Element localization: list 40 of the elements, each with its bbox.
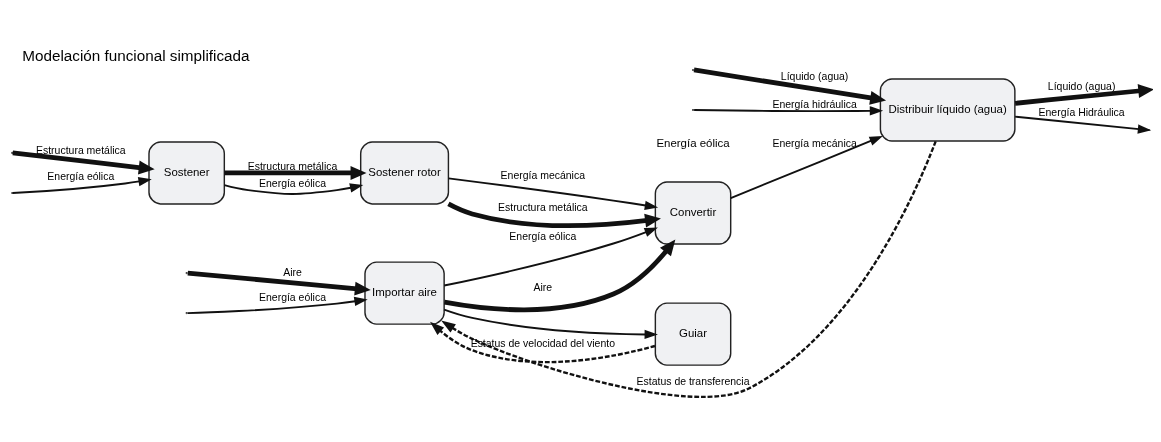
arrow — [12, 150, 155, 175]
label: Energía eólica — [656, 137, 730, 150]
arrow — [693, 67, 887, 105]
edge-label: Energía Hidráulica — [1038, 107, 1125, 119]
edge-label: Estructura metálica — [247, 160, 338, 172]
edge-label: Aire — [283, 266, 302, 278]
node-box: Distribuir líquido (agua) — [879, 78, 1016, 142]
node-box: Convertir — [654, 181, 732, 245]
node-box: Guiar — [654, 302, 732, 366]
arrow — [223, 183, 364, 195]
arrow — [443, 227, 658, 287]
edge-label: Líquido (agua) — [1047, 80, 1116, 92]
arrow — [224, 165, 367, 180]
arrow — [430, 321, 656, 364]
arrow — [693, 106, 884, 116]
arrow — [729, 136, 883, 199]
edge-label: Energía eólica — [509, 231, 577, 243]
edge-label: Energía eólica — [259, 178, 326, 190]
arrow — [447, 201, 661, 228]
edge-label: Energía mecánica — [772, 138, 857, 149]
edge-label: Energía eólica — [47, 171, 115, 183]
arrow — [447, 177, 659, 210]
edge-label: Estructura metálica — [498, 201, 588, 213]
arrow — [441, 140, 937, 398]
edge-label: Estructura metálica — [36, 144, 126, 156]
node-box: Sostener — [148, 141, 226, 205]
edge-label: Energía mecánica — [500, 170, 586, 182]
edge-label: Estatus de transferencia — [636, 376, 750, 388]
arrow — [186, 296, 368, 315]
node-box: Sostener rotor — [359, 141, 450, 205]
arrow — [443, 308, 658, 340]
edge-label: Aire — [533, 282, 553, 293]
edge-label: Energía hidráulica — [772, 98, 857, 110]
node-box: Importar aire — [364, 261, 445, 325]
edge-label: Energía eólica — [259, 291, 326, 303]
arrow — [187, 270, 371, 296]
edge-label: Líquido (agua) — [780, 71, 849, 83]
diagram-title: Modelación funcional simplificada — [22, 46, 250, 64]
arrow — [11, 176, 152, 194]
arrow — [444, 239, 676, 313]
